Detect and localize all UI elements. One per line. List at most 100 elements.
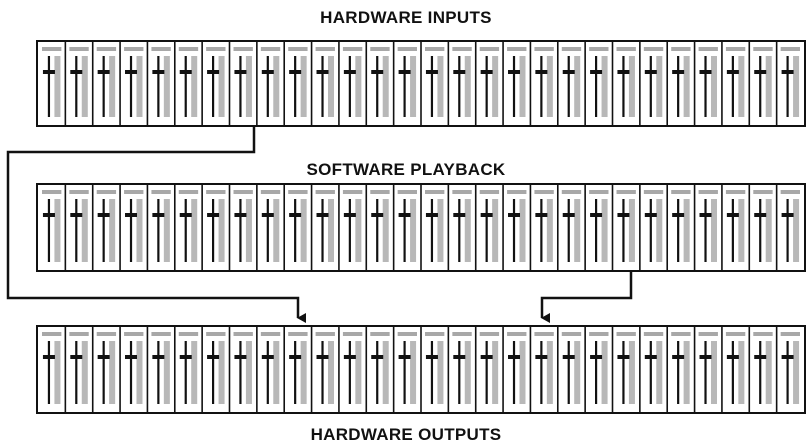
channel-strip[interactable] xyxy=(365,185,390,270)
channel-strip[interactable] xyxy=(420,42,445,125)
channel-strip[interactable] xyxy=(173,42,199,125)
channel-strip[interactable] xyxy=(119,42,144,125)
fader-knob[interactable] xyxy=(125,355,138,359)
channel-strip[interactable] xyxy=(256,327,281,412)
fader-knob[interactable] xyxy=(562,213,575,217)
fader-knob[interactable] xyxy=(70,213,83,217)
channel-strip[interactable] xyxy=(338,327,363,412)
channel-strip[interactable] xyxy=(775,185,800,270)
fader-knob[interactable] xyxy=(371,213,384,217)
fader-knob[interactable] xyxy=(425,70,438,74)
fader-knob[interactable] xyxy=(207,70,220,74)
channel-strip[interactable] xyxy=(173,327,199,412)
fader-knob[interactable] xyxy=(343,213,356,217)
channel-strip[interactable] xyxy=(611,327,636,412)
channel-strip[interactable] xyxy=(529,327,554,412)
fader-knob[interactable] xyxy=(152,70,165,74)
fader-knob[interactable] xyxy=(343,70,356,74)
channel-strip[interactable] xyxy=(420,185,445,270)
fader-knob[interactable] xyxy=(480,70,493,74)
channel-strip[interactable] xyxy=(529,42,554,125)
channel-strip[interactable] xyxy=(392,42,417,125)
channel-strip[interactable] xyxy=(365,42,390,125)
fader-knob[interactable] xyxy=(152,355,165,359)
channel-strip[interactable] xyxy=(529,185,554,270)
channel-strip[interactable] xyxy=(639,42,664,125)
fader-knob[interactable] xyxy=(699,70,712,74)
fader-knob[interactable] xyxy=(535,213,548,217)
fader-knob[interactable] xyxy=(781,355,794,359)
channel-strip[interactable] xyxy=(119,185,144,270)
channel-strip[interactable] xyxy=(721,42,746,125)
fader-knob[interactable] xyxy=(343,355,356,359)
channel-strip[interactable] xyxy=(474,327,500,412)
fader-knob[interactable] xyxy=(672,70,685,74)
channel-strip[interactable] xyxy=(748,327,773,412)
fader-knob[interactable] xyxy=(425,213,438,217)
fader-knob[interactable] xyxy=(398,70,411,74)
fader-knob[interactable] xyxy=(617,70,630,74)
fader-knob[interactable] xyxy=(480,213,493,217)
channel-strip[interactable] xyxy=(502,327,527,412)
fader-knob[interactable] xyxy=(398,355,411,359)
channel-strip[interactable] xyxy=(283,327,308,412)
fader-knob[interactable] xyxy=(261,213,274,217)
fader-knob[interactable] xyxy=(644,213,657,217)
fader-knob[interactable] xyxy=(425,355,438,359)
fader-knob[interactable] xyxy=(644,355,657,359)
channel-strip[interactable] xyxy=(201,327,226,412)
channel-strip[interactable] xyxy=(201,42,226,125)
fader-knob[interactable] xyxy=(453,213,466,217)
channel-strip[interactable] xyxy=(474,42,500,125)
channel-strip[interactable] xyxy=(146,327,171,412)
fader-knob[interactable] xyxy=(234,70,247,74)
channel-strip[interactable] xyxy=(146,185,171,270)
fader-knob[interactable] xyxy=(535,355,548,359)
channel-strip[interactable] xyxy=(666,42,691,125)
fader-knob[interactable] xyxy=(562,355,575,359)
fader-knob[interactable] xyxy=(699,213,712,217)
fader-knob[interactable] xyxy=(97,70,110,74)
fader-knob[interactable] xyxy=(207,213,220,217)
fader-knob[interactable] xyxy=(617,355,630,359)
channel-strip[interactable] xyxy=(556,42,582,125)
channel-strip[interactable] xyxy=(584,185,609,270)
channel-strip[interactable] xyxy=(64,327,89,412)
fader-knob[interactable] xyxy=(398,213,411,217)
channel-strip[interactable] xyxy=(256,185,281,270)
fader-knob[interactable] xyxy=(42,355,55,359)
channel-strip[interactable] xyxy=(256,42,281,125)
channel-strip[interactable] xyxy=(748,42,773,125)
channel-strip[interactable] xyxy=(310,327,335,412)
fader-knob[interactable] xyxy=(42,213,55,217)
channel-strip[interactable] xyxy=(91,185,117,270)
channel-strip[interactable] xyxy=(42,332,62,404)
channel-strip[interactable] xyxy=(693,42,718,125)
fader-knob[interactable] xyxy=(726,355,739,359)
fader-knob[interactable] xyxy=(70,355,83,359)
fader-knob[interactable] xyxy=(590,213,603,217)
channel-strip[interactable] xyxy=(64,42,89,125)
fader-knob[interactable] xyxy=(316,355,329,359)
channel-strip[interactable] xyxy=(447,327,472,412)
fader-knob[interactable] xyxy=(234,213,247,217)
fader-knob[interactable] xyxy=(508,70,521,74)
fader-knob[interactable] xyxy=(644,70,657,74)
channel-strip[interactable] xyxy=(611,42,636,125)
fader-knob[interactable] xyxy=(453,355,466,359)
fader-knob[interactable] xyxy=(726,213,739,217)
channel-strip[interactable] xyxy=(91,327,117,412)
channel-strip[interactable] xyxy=(584,327,609,412)
channel-strip[interactable] xyxy=(556,185,582,270)
fader-knob[interactable] xyxy=(289,355,302,359)
fader-knob[interactable] xyxy=(42,70,55,74)
fader-knob[interactable] xyxy=(179,213,192,217)
channel-strip[interactable] xyxy=(447,185,472,270)
channel-strip[interactable] xyxy=(283,42,308,125)
channel-strip[interactable] xyxy=(502,185,527,270)
channel-strip[interactable] xyxy=(447,42,472,125)
channel-strip[interactable] xyxy=(228,42,253,125)
channel-strip[interactable] xyxy=(119,327,144,412)
channel-strip[interactable] xyxy=(365,327,390,412)
fader-knob[interactable] xyxy=(152,213,165,217)
